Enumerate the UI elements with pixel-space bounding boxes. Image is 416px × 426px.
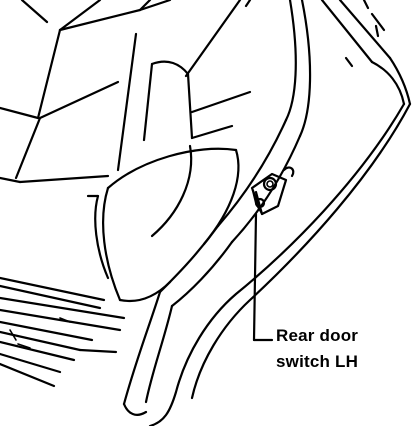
floor-sill (0, 276, 126, 388)
rear-door-switch-lh (250, 166, 295, 216)
callout-line-1: Rear door (276, 326, 359, 345)
door-opening-edge (122, 56, 412, 426)
switch-knob (262, 176, 278, 192)
rear-seat-cushion (86, 144, 240, 303)
rear-shelf (138, 0, 252, 142)
door-frame (216, 0, 406, 244)
callout-leader (252, 212, 274, 342)
rear-seatback (0, 0, 172, 184)
callout-line-2: switch LH (276, 352, 359, 371)
callout-label: Rear door switch LH (276, 323, 358, 375)
switch-screw (254, 197, 266, 209)
